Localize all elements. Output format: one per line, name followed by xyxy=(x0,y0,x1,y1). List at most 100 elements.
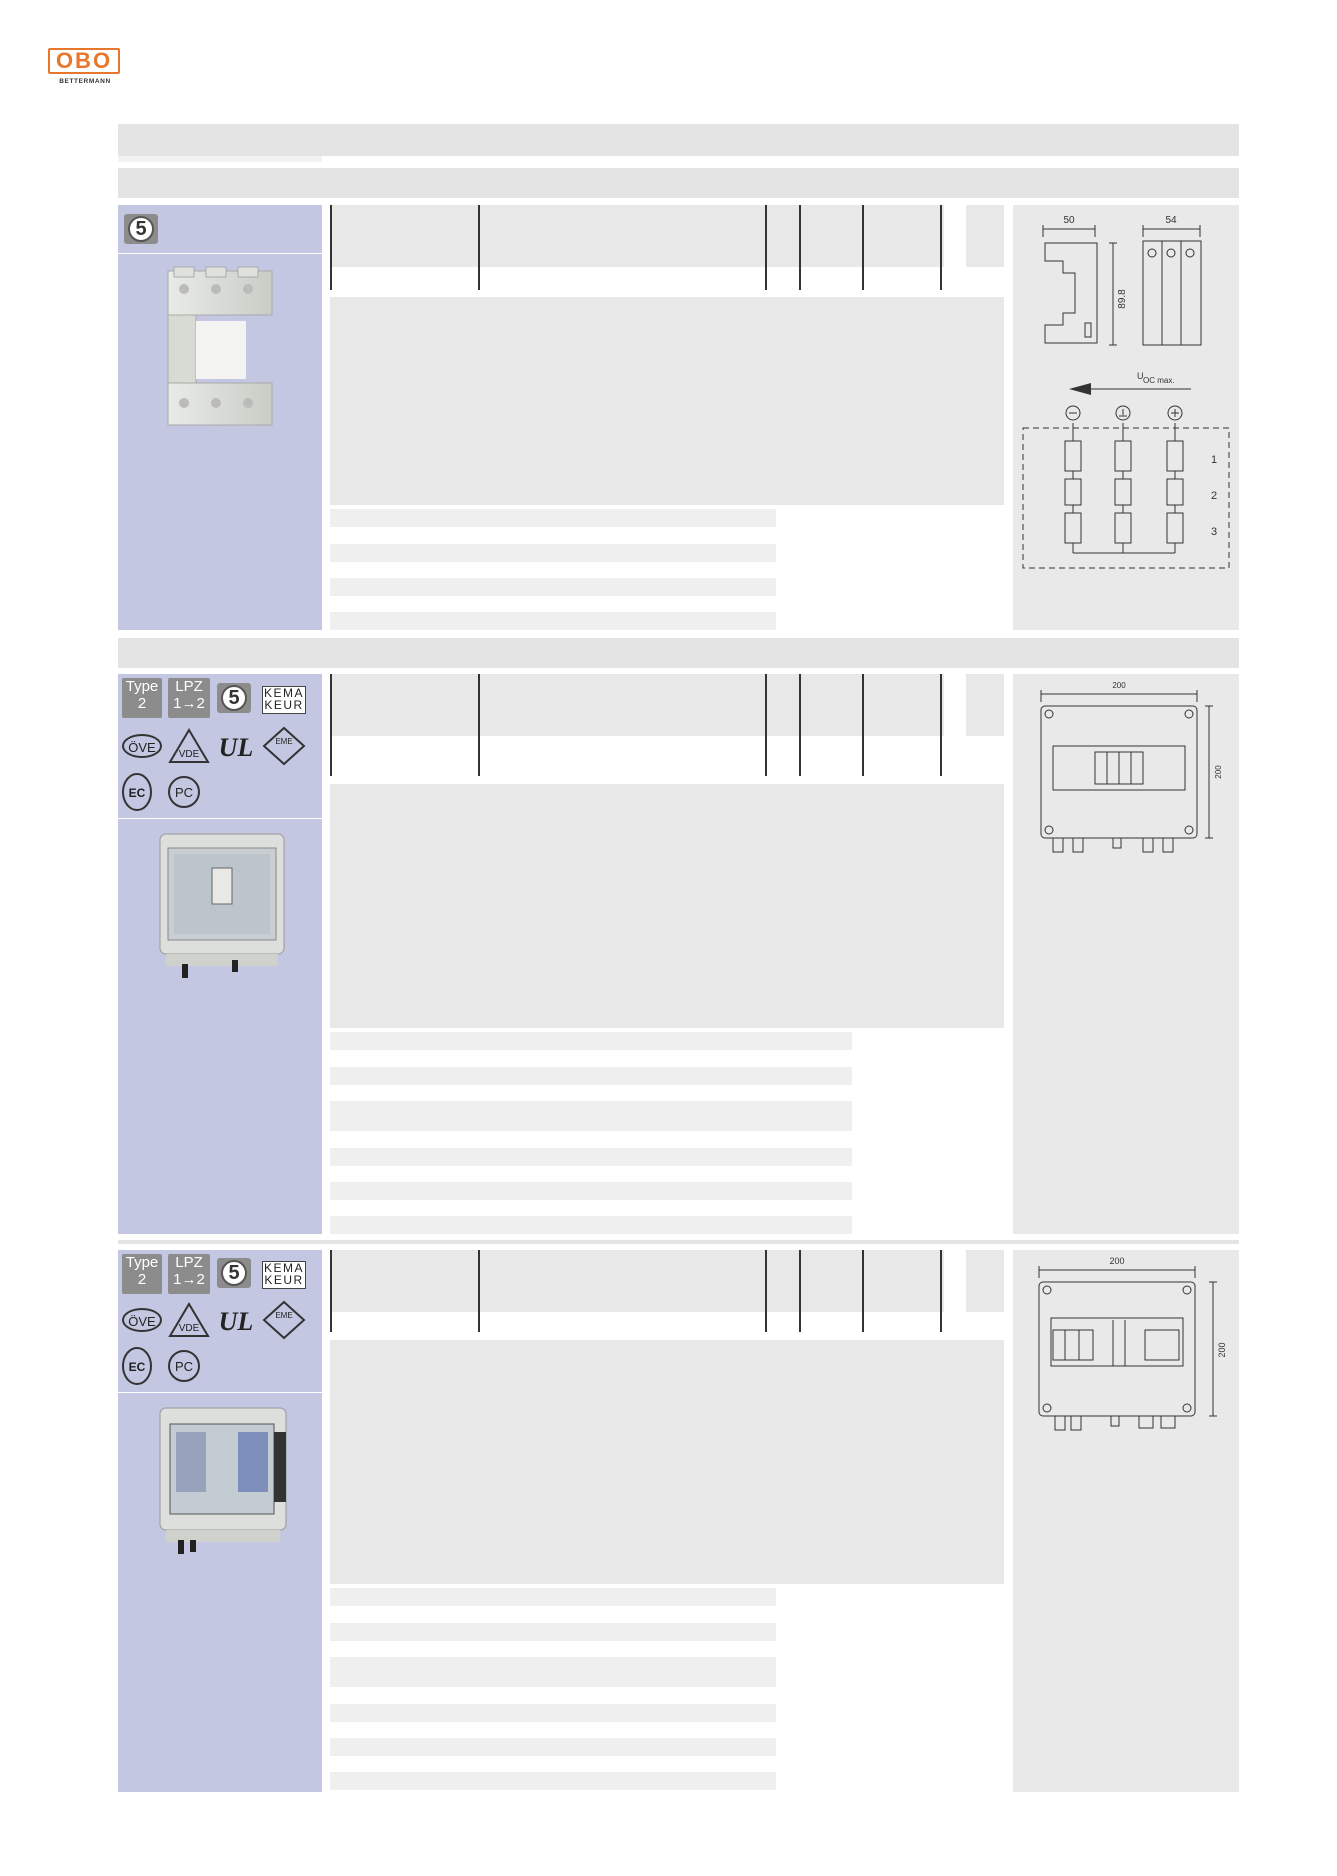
header-bar-1-white xyxy=(118,156,322,162)
product-3-left-divider xyxy=(118,1392,322,1393)
ec-mark: EC xyxy=(122,1347,152,1385)
product-1-col-line xyxy=(862,205,864,290)
logo-subtitle: BETTERMANN xyxy=(59,78,111,85)
five-badge: 5 xyxy=(217,683,251,713)
product-3-stripe xyxy=(330,1588,776,1606)
vde-mark: VDE xyxy=(168,728,210,763)
product-3-col-line xyxy=(862,1250,864,1332)
obo-logo: OBO BETTERMANN xyxy=(48,48,122,88)
product-2-stripe xyxy=(330,1148,852,1166)
path-label-1: 1 xyxy=(1211,454,1217,466)
product-2-stripe xyxy=(330,1101,852,1131)
product-2-left-divider xyxy=(118,818,322,819)
product-3-col-line xyxy=(765,1250,767,1332)
dim-height-label: 200 xyxy=(1214,765,1223,779)
five-badge: 5 xyxy=(217,1258,251,1288)
path-label-3: 3 xyxy=(1211,526,1217,538)
product-3-header-cell xyxy=(966,1250,1004,1312)
product-3-col-line xyxy=(478,1250,480,1332)
gost-mark: PC xyxy=(168,776,200,808)
product-2-table-header xyxy=(330,674,944,736)
svg-text:EME: EME xyxy=(275,737,292,746)
svg-text:PC: PC xyxy=(175,1359,193,1374)
product-3-technical-drawing: 200 200 xyxy=(1038,1256,1227,1431)
eme-mark: EME xyxy=(262,1300,306,1340)
product-3-col-line xyxy=(940,1250,942,1332)
product-2-spec-block xyxy=(330,784,1004,1028)
product-2-col-line xyxy=(940,674,942,776)
ul-mark: UL xyxy=(219,733,254,762)
product-1-image xyxy=(167,266,273,426)
product-1-col-line xyxy=(330,205,332,290)
product-2-stripe xyxy=(330,1032,852,1050)
product-3-col-line xyxy=(799,1250,801,1332)
ul-mark: UL xyxy=(219,1307,254,1336)
path-label-2: 2 xyxy=(1211,490,1217,502)
product-1-left-divider xyxy=(118,253,322,254)
ove-mark: ÖVE xyxy=(122,734,162,758)
product-2-stripe xyxy=(330,1216,852,1234)
product-2-col-line xyxy=(862,674,864,776)
header-bar-2 xyxy=(118,168,1239,198)
svg-text:VDE: VDE xyxy=(179,749,200,760)
product-3-image xyxy=(159,1407,287,1554)
product-3-stripe xyxy=(330,1772,776,1790)
vde-mark: VDE xyxy=(168,1302,210,1337)
logo-wordmark: OBO xyxy=(48,48,120,74)
section-bar xyxy=(118,638,1239,668)
product-3-spec-block xyxy=(330,1340,1004,1584)
product-2-col-line xyxy=(799,674,801,776)
kema-keur-mark: KEMA KEUR xyxy=(262,1261,306,1289)
product-1-stripe xyxy=(330,509,776,527)
product-2-technical-drawing: 200 200 xyxy=(1040,681,1223,853)
product-1-stripe xyxy=(330,578,776,596)
ec-mark: EC xyxy=(122,773,152,811)
product-3-stripe xyxy=(330,1738,776,1756)
voltage-label: U xyxy=(1137,371,1144,381)
product-1-stripe xyxy=(330,612,776,630)
svg-text:PC: PC xyxy=(175,785,193,800)
product-2-col-line xyxy=(330,674,332,776)
eme-mark: EME xyxy=(262,726,306,766)
product-1-technical-drawing: 50 54 89.8 U OC max. 1 2 3 xyxy=(1022,215,1230,569)
gost-mark: PC xyxy=(168,1350,200,1382)
product-1-col-line xyxy=(940,205,942,290)
type-badge: Type 2 xyxy=(122,1254,162,1294)
product-3-stripe xyxy=(330,1623,776,1641)
type-badge: Type 2 xyxy=(122,678,162,718)
product-1-table-header xyxy=(330,205,944,267)
dim-width-label: 50 xyxy=(1063,215,1075,226)
svg-text:EME: EME xyxy=(275,1311,292,1320)
product-2-col-line xyxy=(478,674,480,776)
dim-height-label: 200 xyxy=(1217,1342,1227,1357)
lpz-badge: LPZ 1→2 xyxy=(168,678,210,718)
svg-text:VDE: VDE xyxy=(179,1323,200,1334)
product-1-col-line xyxy=(478,205,480,290)
svg-text:UL: UL xyxy=(219,733,254,762)
kema-keur-mark: KEMA KEUR xyxy=(262,686,306,714)
product-1-col-line xyxy=(765,205,767,290)
product-3-table-header xyxy=(330,1250,944,1312)
product-2-col-line xyxy=(765,674,767,776)
product-2-header-cell xyxy=(966,674,1004,736)
svg-text:EC: EC xyxy=(129,786,146,800)
ove-mark: ÖVE xyxy=(122,1308,162,1332)
product-2-stripe xyxy=(330,1182,852,1200)
product-3-stripe xyxy=(330,1657,776,1687)
product-1-col-line xyxy=(799,205,801,290)
voltage-subscript: OC max. xyxy=(1143,376,1175,385)
svg-text:EC: EC xyxy=(129,1360,146,1374)
dim-width-label: 200 xyxy=(1109,1256,1124,1266)
product-2-image xyxy=(159,833,285,978)
section-divider xyxy=(118,1240,1239,1244)
product-1-stripe xyxy=(330,544,776,562)
product-2-stripe xyxy=(330,1067,852,1085)
dim-width-label: 200 xyxy=(1112,681,1126,690)
product-3-stripe xyxy=(330,1704,776,1722)
product-1-spec-block xyxy=(330,297,1004,505)
header-bar-1 xyxy=(118,124,1239,156)
svg-text:UL: UL xyxy=(219,1307,254,1336)
product-1-header-cell xyxy=(966,205,1004,267)
lpz-badge: LPZ 1→2 xyxy=(168,1254,210,1294)
product-1-five-badge: 5 xyxy=(124,214,158,244)
